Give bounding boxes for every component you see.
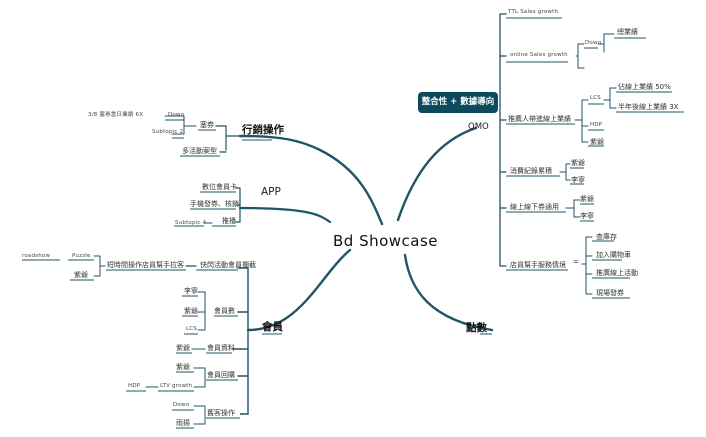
referral-node[interactable]: 推薦人帶進線上業績 bbox=[508, 115, 571, 123]
member-data-node[interactable]: 會員資料 bbox=[207, 344, 235, 352]
member-topic[interactable]: 會員 bbox=[262, 321, 283, 333]
marketing-subtopic-node[interactable]: Subtopic 2 bbox=[152, 129, 184, 135]
coupon-universal-node[interactable]: 線上線下券通用 bbox=[510, 203, 559, 211]
omo-topic[interactable]: OMO bbox=[468, 122, 489, 132]
points-topic[interactable]: 點數 bbox=[466, 322, 487, 334]
total-sales-node[interactable]: 總業績 bbox=[617, 28, 638, 36]
member-zidie-d-node[interactable]: 紫爺 bbox=[176, 363, 190, 371]
digital-card-node[interactable]: 數位會員卡 bbox=[202, 183, 237, 191]
promote-online-node[interactable]: 推廣線上活動 bbox=[596, 269, 638, 277]
central-topic[interactable]: Bd Showcase bbox=[333, 232, 439, 250]
marketing-topic[interactable]: 行銷操作 bbox=[242, 124, 284, 136]
app-subtopic-node[interactable]: Subtopic 4 bbox=[175, 220, 207, 226]
member-hdp-node[interactable]: HDP bbox=[128, 383, 141, 389]
mobile-coupon-node[interactable]: 手機發券、核銷 bbox=[190, 200, 239, 208]
omo-callout-badge: 整合性 + 數據導向 bbox=[418, 92, 498, 113]
member-lcs-node[interactable]: LCS bbox=[186, 326, 197, 332]
consumption-record-node[interactable]: 消費紀錄累積 bbox=[510, 167, 552, 175]
push-node[interactable]: 推播 bbox=[222, 217, 236, 225]
half-year-online-node[interactable]: 半年後線上業績 3X bbox=[618, 103, 679, 111]
online-share-node[interactable]: 佔線上業績 50% bbox=[618, 83, 671, 91]
lcs-node[interactable]: LCS bbox=[590, 95, 601, 101]
zidie-node-omo-3[interactable]: 紫爺 bbox=[580, 195, 594, 203]
marketing-dowo-node[interactable]: Dowo bbox=[168, 112, 185, 118]
roadshow-node[interactable]: 快閃活動會員攔截 bbox=[200, 261, 256, 269]
zidie-node-omo-2[interactable]: 紫爺 bbox=[571, 159, 585, 167]
puzzle-node[interactable]: Puzzle bbox=[72, 253, 91, 259]
day-sales-node[interactable]: 3/8 塞券當日業績 6X bbox=[88, 112, 144, 118]
add-to-cart-node[interactable]: 加入購物車 bbox=[596, 251, 631, 259]
liqin-node-omo-1[interactable]: 李寧 bbox=[571, 176, 585, 184]
app-topic[interactable]: APP bbox=[261, 186, 281, 198]
dowo-node[interactable]: Dowo bbox=[585, 40, 602, 46]
issue-coupon-node[interactable]: 現場發券 bbox=[596, 289, 624, 297]
member-return-node[interactable]: 會員回購 bbox=[207, 371, 235, 379]
online-sales-growth-node[interactable]: online Sales growth bbox=[510, 52, 568, 58]
ttl-sales-growth-node[interactable]: TTL Sales growth bbox=[508, 9, 559, 15]
liqin-node-omo-2[interactable]: 李寧 bbox=[580, 212, 594, 220]
old-customer-node[interactable]: 舊客操作 bbox=[207, 409, 235, 417]
member-liqin-node[interactable]: 李寧 bbox=[184, 287, 198, 295]
ltv-growth-node[interactable]: LTV growth bbox=[160, 383, 193, 389]
member-dowo-node[interactable]: Dowo bbox=[173, 402, 190, 408]
check-stock-node[interactable]: 查庫存 bbox=[596, 233, 617, 241]
roadshow-ops-node[interactable]: 短時間操作店員幫手拉客 bbox=[107, 261, 184, 269]
campaign-types-node[interactable]: 多活動案型 bbox=[182, 147, 217, 155]
member-count-node[interactable]: 會員數 bbox=[214, 307, 235, 315]
hdp-node[interactable]: HDP bbox=[590, 122, 603, 128]
member-zidie-c-node[interactable]: 紫爺 bbox=[176, 344, 190, 352]
roadshow-en-node[interactable]: roadshow bbox=[22, 253, 51, 259]
coupon-node[interactable]: 塞券 bbox=[200, 121, 214, 129]
assistant-scenario-node[interactable]: 店員幫手服務情境 bbox=[510, 261, 566, 269]
member-yuyang-node[interactable]: 雨揚 bbox=[176, 419, 190, 427]
zidie-node-omo-1[interactable]: 紫爺 bbox=[590, 138, 604, 146]
member-zidie-b-node[interactable]: 紫爺 bbox=[184, 307, 198, 315]
member-zidie-a-node[interactable]: 紫爺 bbox=[74, 271, 88, 279]
equals-sign: = bbox=[573, 258, 579, 266]
